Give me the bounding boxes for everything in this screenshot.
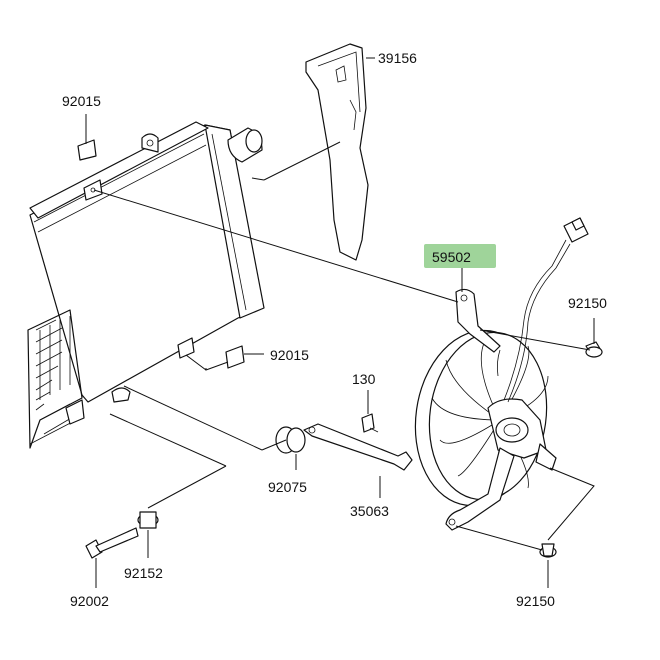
fan-motor-hub [487,398,557,471]
bolt-92150-top [585,341,603,358]
fan-connector [563,217,589,243]
part-label-92002: 92002 [70,593,109,609]
part-label-92152: 92152 [124,565,163,581]
leader-lines [85,57,595,588]
part-label-39156: 39156 [378,50,417,66]
part-label-92015-mid: 92015 [270,347,309,363]
screw-130 [361,413,379,433]
part-label-92150-bottom: 92150 [516,593,555,609]
clip-92015-top [77,139,97,161]
part-label-130: 130 [352,371,376,387]
collar-92152 [137,511,159,529]
radiator-hose-inlet [227,127,263,163]
part-label-92150-top: 92150 [568,295,607,311]
part-label-92075: 92075 [268,479,307,495]
part-highlight-59502 [424,244,496,268]
part-label-59502: 59502 [432,249,471,265]
radiator-top-mount [141,133,159,153]
bolt-92150-bottom [539,543,557,558]
part-labels: 39156 92015 59502 92150 92015 130 92075 … [62,50,607,609]
stay-bracket-35063 [303,423,413,471]
fan-assembly [414,217,589,531]
part-label-35063: 35063 [350,503,389,519]
radiator [27,121,265,449]
bolt-92002 [85,527,139,559]
shroud-duct [305,43,369,261]
part-label-92015-top: 92015 [62,93,101,109]
grommet-92075 [275,426,306,454]
clip-92015-mid [225,345,245,369]
